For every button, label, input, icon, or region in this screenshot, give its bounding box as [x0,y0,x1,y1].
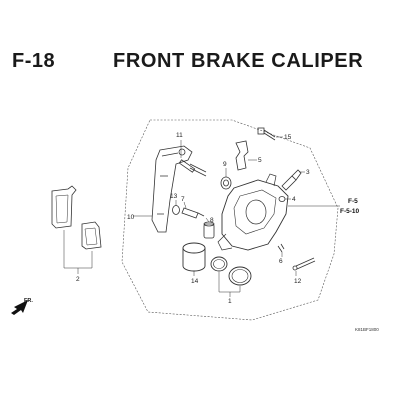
callout-3: 3 [306,169,310,176]
reference-f5-10: F-5-10 [340,208,360,215]
piston-seals [210,256,252,286]
callout-13: 13 [170,193,178,200]
diagram-code: K81BF1800 [355,327,379,332]
bleeder-valve [281,169,302,191]
leader-2 [63,230,93,274]
callout-4: 4 [292,196,296,203]
callout-8: 8 [210,217,214,224]
flange-bolt [257,127,276,141]
caliper-bracket [151,145,193,233]
callout-15: 15 [284,134,292,141]
leader-1 [218,272,241,297]
brake-pads [51,185,102,250]
boot [220,176,232,190]
slide-pin [181,207,205,219]
pin-bolt [178,159,207,177]
callout-9: 9 [223,161,227,168]
callout-12: 12 [294,278,302,285]
leader-8 [205,217,210,223]
sleeve [203,221,215,239]
callout-1: 1 [228,298,232,305]
callout-14: 14 [191,278,199,285]
page-title: FRONT BRAKE CALIPER [113,50,364,72]
assembly-frame [121,119,339,321]
front-direction-arrow-icon [11,300,28,315]
piston [182,242,206,272]
slide-boot [172,205,180,215]
callout-2: 2 [76,276,80,283]
callout-10: 10 [127,214,135,221]
callout-11: 11 [176,132,183,139]
pad-spring [235,140,249,171]
direction-label: FR. [24,298,33,304]
reference-f5: F-5 [348,198,358,205]
leader-7 [183,201,187,209]
bleeder-cap [278,196,286,202]
caliper-body [217,173,289,251]
callout-7: 7 [181,196,185,203]
screw [277,243,285,253]
callout-6: 6 [279,258,283,265]
callout-5: 5 [258,157,262,164]
pad-pin [292,257,316,271]
page-code: F-18 [12,50,56,72]
